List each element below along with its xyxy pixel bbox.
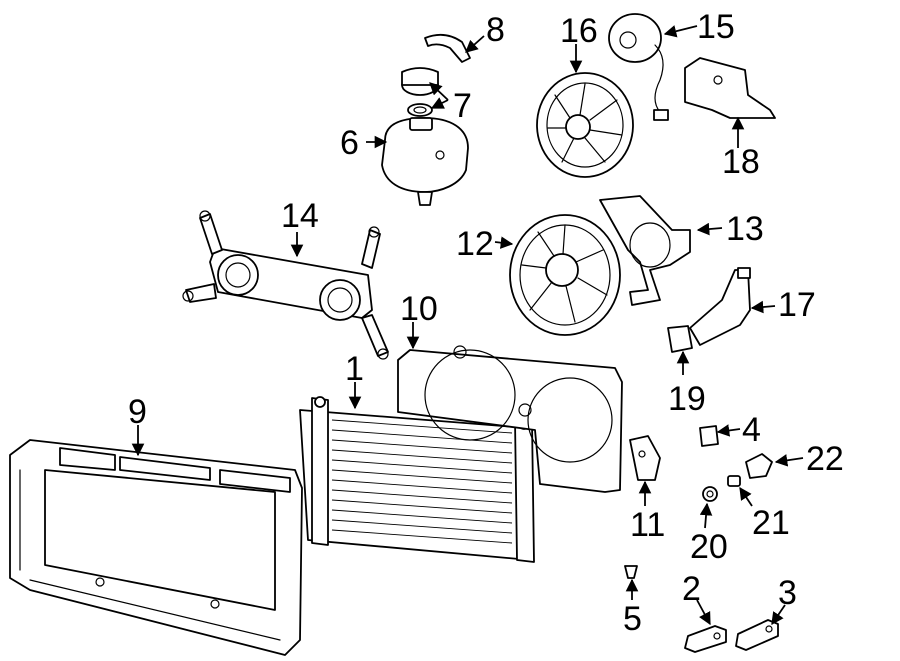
part-6-expansion-tank <box>381 117 469 206</box>
callout-6: 6 <box>340 124 359 162</box>
callout-16: 16 <box>560 12 598 50</box>
callout-13: 13 <box>726 210 764 248</box>
part-16-fan <box>536 72 634 178</box>
callout-18: 18 <box>722 143 760 181</box>
callout-11: 11 <box>630 506 665 544</box>
callout-7: 7 <box>453 87 472 125</box>
callout-14: 14 <box>281 197 319 235</box>
callout-4: 4 <box>742 411 761 449</box>
callout-15: 15 <box>697 8 735 46</box>
callout-17: 17 <box>778 286 816 324</box>
part-12-fan-assembly <box>509 214 621 336</box>
part-17-hose <box>689 267 751 346</box>
part-21-switch <box>727 475 741 487</box>
part-3-clamp <box>735 619 779 651</box>
part-11-sensor-bracket <box>629 435 661 481</box>
part-20-sender <box>702 486 718 502</box>
part-13-shroud-bracket <box>599 195 691 306</box>
leader-2 <box>696 599 711 626</box>
callout-8: 8 <box>486 11 505 49</box>
part-15-fan-motor <box>608 13 669 121</box>
callout-2: 2 <box>682 570 701 608</box>
part-19-connector <box>667 325 693 353</box>
part-8-clip <box>424 33 471 63</box>
leader-21 <box>739 486 753 507</box>
part-2-clamp <box>684 625 727 653</box>
part-9-radiator-support <box>9 439 303 656</box>
callout-21: 21 <box>752 504 790 542</box>
callout-10: 10 <box>400 290 438 328</box>
leader-7b <box>430 97 449 109</box>
leader-15 <box>663 25 698 38</box>
callout-labels: 1 2 3 4 5 6 7 8 9 10 11 12 13 14 15 16 1… <box>128 8 844 638</box>
callout-22: 22 <box>806 440 844 478</box>
leader-12 <box>494 236 514 249</box>
leader-13 <box>696 222 723 236</box>
callout-3: 3 <box>778 574 797 612</box>
callout-9: 9 <box>128 393 147 431</box>
callout-1: 1 <box>345 350 364 388</box>
part-1-radiator <box>299 396 535 563</box>
callout-5: 5 <box>623 600 642 638</box>
callout-19: 19 <box>668 380 706 418</box>
leader-3 <box>771 604 786 626</box>
part-10-fan-shroud <box>397 345 623 493</box>
part-18-bracket <box>684 57 776 119</box>
leader-4 <box>716 424 741 437</box>
part-4-clip <box>699 425 719 447</box>
leader-17 <box>750 300 776 314</box>
part-5-plug <box>624 565 638 579</box>
part-14-fan-bracket <box>182 210 389 360</box>
leader-lines <box>131 25 804 626</box>
leader-8 <box>465 35 485 53</box>
part-22-sensor <box>745 453 773 479</box>
part-7-cap-and-gasket <box>401 67 439 117</box>
callout-12: 12 <box>456 225 494 263</box>
callout-20: 20 <box>690 528 728 566</box>
leader-20 <box>699 502 713 529</box>
leader-7a <box>429 82 449 101</box>
leader-22 <box>774 454 804 467</box>
